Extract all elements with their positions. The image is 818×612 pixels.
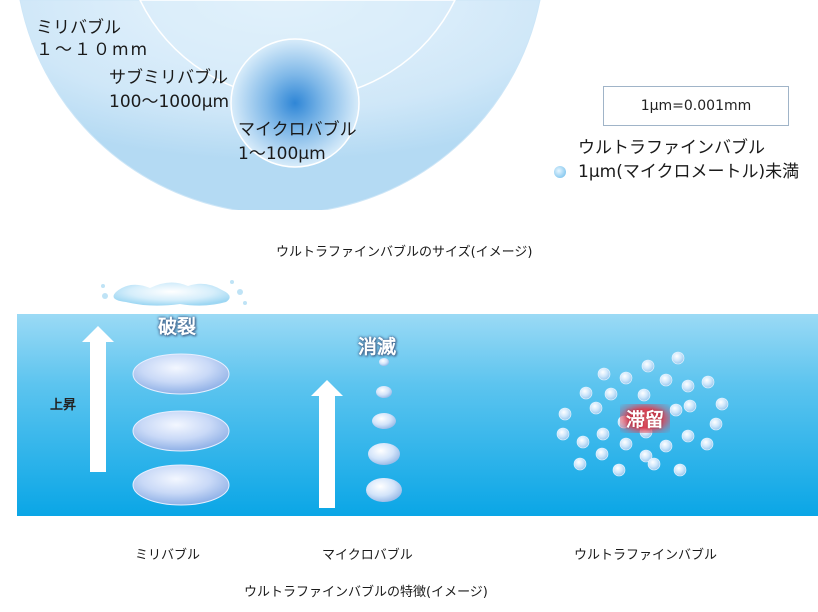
unit-conversion-box: 1μm=0.001mm	[603, 86, 789, 126]
micro-bubble	[379, 358, 389, 366]
micro-bubble	[366, 478, 402, 502]
micro-name-label: マイクロバブル	[238, 120, 357, 140]
milli-column-caption: ミリバブル	[135, 548, 201, 563]
submilli-name-label: サブミリバブル	[109, 68, 228, 88]
burst-splash	[113, 282, 230, 306]
micro-bubble	[376, 386, 392, 398]
rise-arrow-icon	[82, 326, 114, 472]
micro-range-label: 1～100μm	[238, 144, 326, 164]
splash-droplet	[243, 301, 247, 305]
milli-range-label: １～１０mm	[36, 40, 150, 60]
submilli-range-label: 100～1000μm	[109, 92, 230, 112]
micro-bubble	[368, 443, 400, 465]
vanish-label: 消滅	[358, 336, 397, 358]
splash-droplet	[230, 280, 234, 284]
milli-name-label: ミリバブル	[36, 18, 121, 38]
rise-label: 上昇	[50, 398, 77, 413]
milli-bubble	[132, 410, 230, 452]
micro-bubble	[372, 413, 396, 429]
splash-droplet	[102, 293, 108, 299]
ufb-name-label: ウルトラファインバブル	[578, 138, 765, 158]
micro-bubble-circle	[230, 38, 360, 168]
splash-droplet	[237, 289, 243, 295]
ufb-column-caption: ウルトラファインバブル	[574, 548, 718, 563]
unit-conversion-text: 1μm=0.001mm	[640, 98, 752, 114]
size-image-caption: ウルトラファインバブルのサイズ(イメージ)	[276, 245, 533, 260]
micro-column-caption: マイクロバブル	[322, 548, 413, 563]
milli-bubble	[132, 353, 230, 395]
rise-arrow-icon	[311, 380, 343, 508]
water-panel	[17, 280, 818, 516]
splash-droplet	[101, 284, 105, 288]
milli-bubble	[132, 464, 230, 506]
feature-image-caption: ウルトラファインバブルの特徴(イメージ)	[244, 585, 488, 600]
stay-label: 滞留	[620, 404, 671, 433]
burst-label: 破裂	[158, 316, 197, 338]
ufb-range-label: 1μm(マイクロメートル)未満	[578, 162, 800, 182]
size-circles	[19, 0, 541, 210]
ufb-dot-icon	[554, 166, 566, 178]
